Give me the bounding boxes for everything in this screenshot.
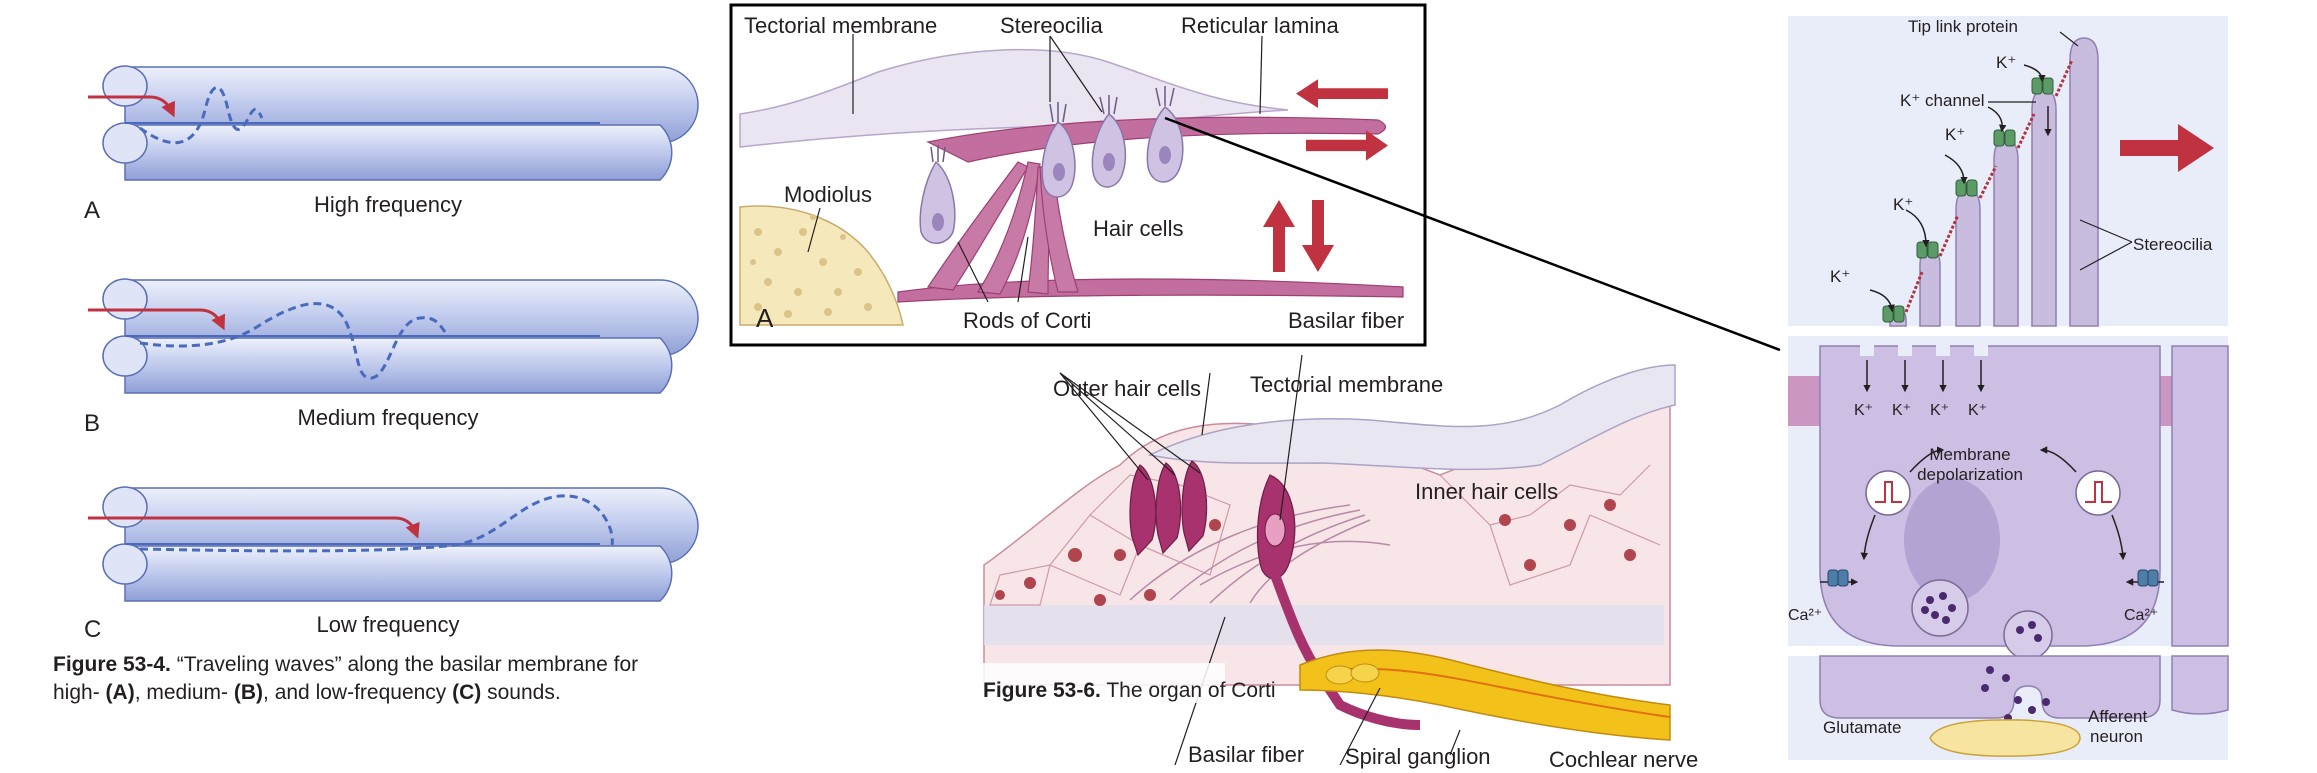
nucleus [1904, 478, 2000, 602]
caption-line-1: Figure 53-4. “Traveling waves” along the… [53, 653, 639, 676]
tectorial-membrane-shape [739, 48, 1289, 148]
label-ca-ion: Ca²⁺ [2124, 607, 2158, 624]
cochlear-nerve-shape [1299, 649, 1671, 741]
red-arrow [88, 308, 225, 331]
label-k-ion: K⁺ [1968, 402, 1987, 419]
wave-medium [139, 302, 447, 380]
tectorial-membrane-shape [1147, 364, 1676, 471]
label-tectorial-membrane: Tectorial membrane [1250, 372, 1443, 397]
label-rods-of-corti: Rods of Corti [963, 308, 1091, 333]
caption-line-2: high- (A), medium- (B), and low-frequenc… [53, 681, 561, 704]
label-k-ion: K⁺ [1930, 402, 1949, 419]
tube-panel-c [88, 486, 699, 602]
label-k-ion: K⁺ [1892, 402, 1911, 419]
tube-panel-a [88, 65, 699, 181]
hair-cell-body [1819, 345, 2161, 647]
panel-caption-medium-frequency: Medium frequency [298, 405, 479, 430]
panel-letter-b: B [84, 410, 100, 437]
label-depolarization: depolarization [1917, 465, 2023, 484]
figure-53-4-traveling-waves: A High frequency B Medium frequency C Lo… [84, 65, 699, 643]
label-tip-link-protein: Tip link protein [1908, 17, 2018, 36]
label-inner-hair-cells: Inner hair cells [1415, 479, 1558, 504]
label-k-ion: K⁺ [1945, 125, 1965, 144]
panel-caption-low-frequency: Low frequency [316, 612, 459, 637]
label-glutamate: Glutamate [1823, 718, 1901, 737]
label-neuron: neuron [2090, 727, 2143, 746]
arrow-left [1296, 79, 1388, 109]
label-stereocilia: Stereocilia [2133, 235, 2213, 254]
tube-panel-b [88, 278, 699, 394]
label-stereocilia: Stereocilia [1000, 13, 1103, 38]
panel-caption-high-frequency: High frequency [314, 192, 462, 217]
panel-letter-c: C [84, 616, 101, 643]
label-modiolus: Modiolus [784, 182, 872, 207]
label-spiral-ganglion: Spiral ganglion [1345, 744, 1491, 769]
afferent-neuron-shape [1929, 719, 2081, 757]
panel-letter-a: A [84, 197, 100, 224]
red-arrow [88, 95, 175, 118]
label-cochlear-nerve: Cochlear nerve [1549, 747, 1698, 772]
wave-low [139, 494, 614, 553]
inset-panel-letter: A [756, 303, 774, 333]
hair-cell-transduction-panel [1788, 16, 2229, 760]
label-afferent: Afferent [2088, 707, 2148, 726]
label-ca-ion: Ca²⁺ [1788, 607, 1822, 624]
label-k-ion: K⁺ [1830, 267, 1850, 286]
label-outer-hair-cells: Outer hair cells [1053, 376, 1201, 401]
figure-53-6-organ-of-corti [970, 354, 1676, 765]
label-k-ion: K⁺ [1996, 53, 2016, 72]
label-k-ion: K⁺ [1854, 402, 1873, 419]
label-reticular-lamina: Reticular lamina [1181, 13, 1339, 38]
wave-high [139, 86, 264, 145]
label-membrane: Membrane [1929, 445, 2010, 464]
red-arrow [88, 516, 420, 539]
figure-53-4-caption: Figure 53-4. “Traveling waves” along the… [53, 651, 733, 707]
force-arrow [2120, 124, 2214, 172]
label-tectorial-membrane: Tectorial membrane [744, 13, 937, 38]
label-k-ion: K⁺ [1893, 195, 1913, 214]
label-basilar-fiber: Basilar fiber [1188, 742, 1304, 767]
label-k-channel: K⁺ channel [1900, 91, 1985, 110]
figure-53-6-caption: Figure 53-6. The organ of Corti [983, 679, 1276, 702]
